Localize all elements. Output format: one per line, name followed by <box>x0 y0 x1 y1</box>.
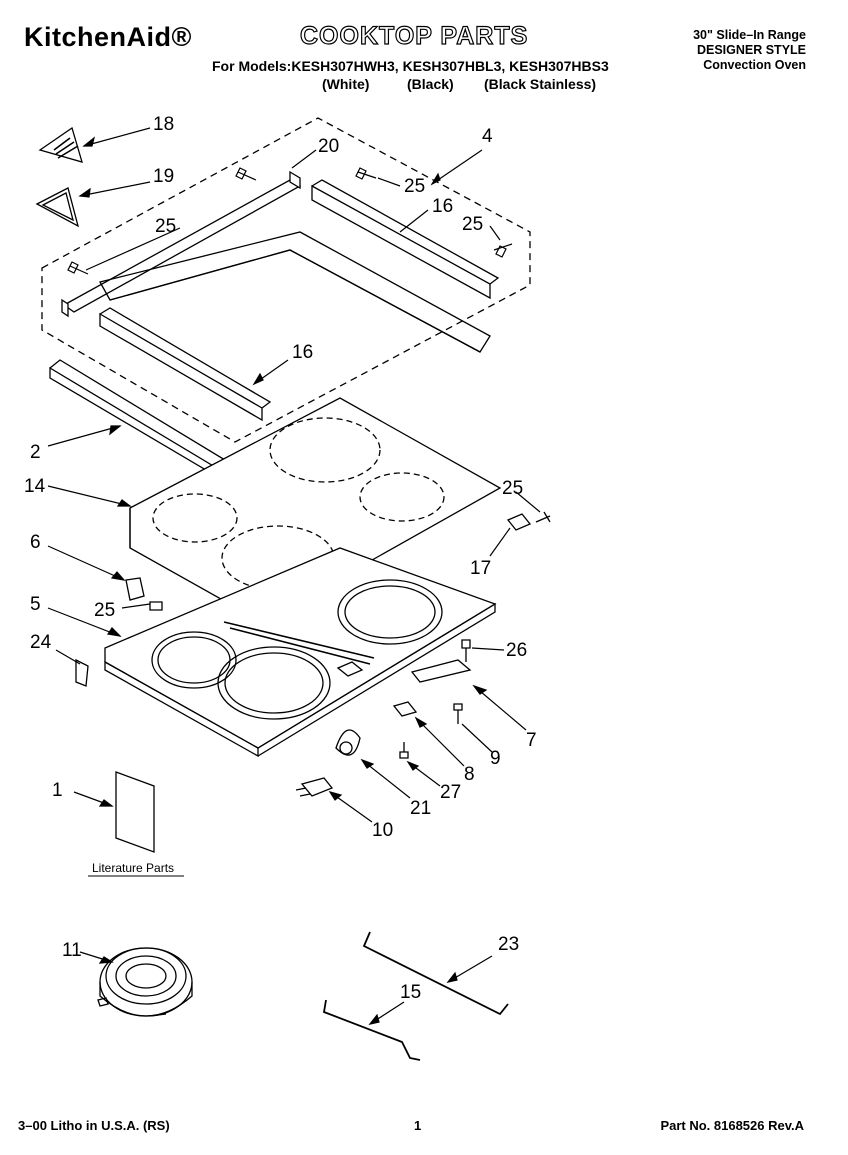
callout-27: 27 <box>440 782 461 803</box>
part-24-clip <box>75 658 89 687</box>
callout-10: 10 <box>372 820 393 841</box>
page-title: COOKTOP PARTS <box>299 21 529 50</box>
callout-24: 24 <box>30 632 52 653</box>
models-line: For Models:KESH307HWH3, KESH307HBL3, KES… <box>212 58 609 74</box>
part-16-side-trim-front <box>99 307 272 422</box>
part-18-vent-cap <box>38 126 83 163</box>
callout-25-f: 25 <box>94 600 115 621</box>
part-21-plate <box>335 729 361 756</box>
callout-9: 9 <box>490 748 501 769</box>
part-11-heating-element <box>97 947 193 1017</box>
callout-23: 23 <box>498 934 519 955</box>
callout-18: 18 <box>153 114 174 135</box>
variant-black: (Black) <box>407 76 454 92</box>
callout-16-a: 16 <box>432 196 453 217</box>
callout-16-b: 16 <box>292 342 313 363</box>
part-14-glass-cooktop <box>129 397 502 623</box>
assembly-dashed-outline <box>41 117 531 443</box>
callout-15: 15 <box>400 982 421 1003</box>
part-9-screw <box>453 703 463 724</box>
variant-white: (White) <box>322 76 370 92</box>
product-type: 30" Slide–In Range <box>693 28 806 42</box>
callout-25-a: 25 <box>404 176 425 197</box>
callout-25-b: 25 <box>155 216 176 237</box>
callout-4: 4 <box>482 126 493 147</box>
footer-litho: 3–00 Litho in U.S.A. (RS) <box>18 1118 170 1133</box>
part-10-terminal <box>295 777 334 797</box>
callout-11: 11 <box>62 940 82 961</box>
part-25-screws-top <box>67 167 513 275</box>
footer-part-number: Part No. 8168526 Rev.A <box>660 1118 804 1133</box>
callout-6: 6 <box>30 532 41 553</box>
part-19-gasket <box>35 187 80 228</box>
callout-14: 14 <box>24 476 46 497</box>
part-16-side-trim-rear <box>311 179 500 300</box>
callout-26: 26 <box>506 640 527 661</box>
callout-19: 19 <box>153 166 174 187</box>
part-7-bracket <box>410 659 472 683</box>
callout-25-e: 25 <box>502 478 523 499</box>
callout-25-c: 25 <box>462 214 483 235</box>
product-style: DESIGNER STYLE <box>696 43 806 57</box>
part-26-screw <box>461 639 471 662</box>
part-23-rod <box>362 931 509 1016</box>
callout-numbers: 18 20 4 19 25 25 16 25 25 16 2 14 25 6 1… <box>24 114 537 1003</box>
part-27-screw <box>399 742 409 759</box>
part-15-rod <box>322 999 421 1061</box>
part-5-burner-box <box>104 547 497 758</box>
product-feature: Convection Oven <box>703 58 806 72</box>
callout-20: 20 <box>318 136 339 157</box>
part-17-connector <box>506 511 551 531</box>
product-info: 30" Slide–In Range DESIGNER STYLE Convec… <box>693 28 806 73</box>
variant-black-stainless: (Black Stainless) <box>484 76 597 92</box>
callout-5: 5 <box>30 594 41 615</box>
leader-lines <box>47 127 541 1025</box>
callout-2: 2 <box>30 442 41 463</box>
callout-21: 21 <box>410 798 431 819</box>
callout-1: 1 <box>52 780 63 801</box>
part-6-clip <box>125 577 163 611</box>
literature-parts-label: Literature Parts <box>92 861 174 875</box>
part-1-literature <box>115 771 155 853</box>
part-8-switch <box>392 701 418 717</box>
callout-7: 7 <box>526 730 537 751</box>
part-20-rear-trim <box>61 170 302 318</box>
callout-8: 8 <box>464 764 475 785</box>
footer-page-number: 1 <box>414 1118 422 1133</box>
cooktop-frame <box>99 231 491 353</box>
callout-17: 17 <box>470 558 491 579</box>
brand-logo: KitchenAid® <box>24 22 192 52</box>
